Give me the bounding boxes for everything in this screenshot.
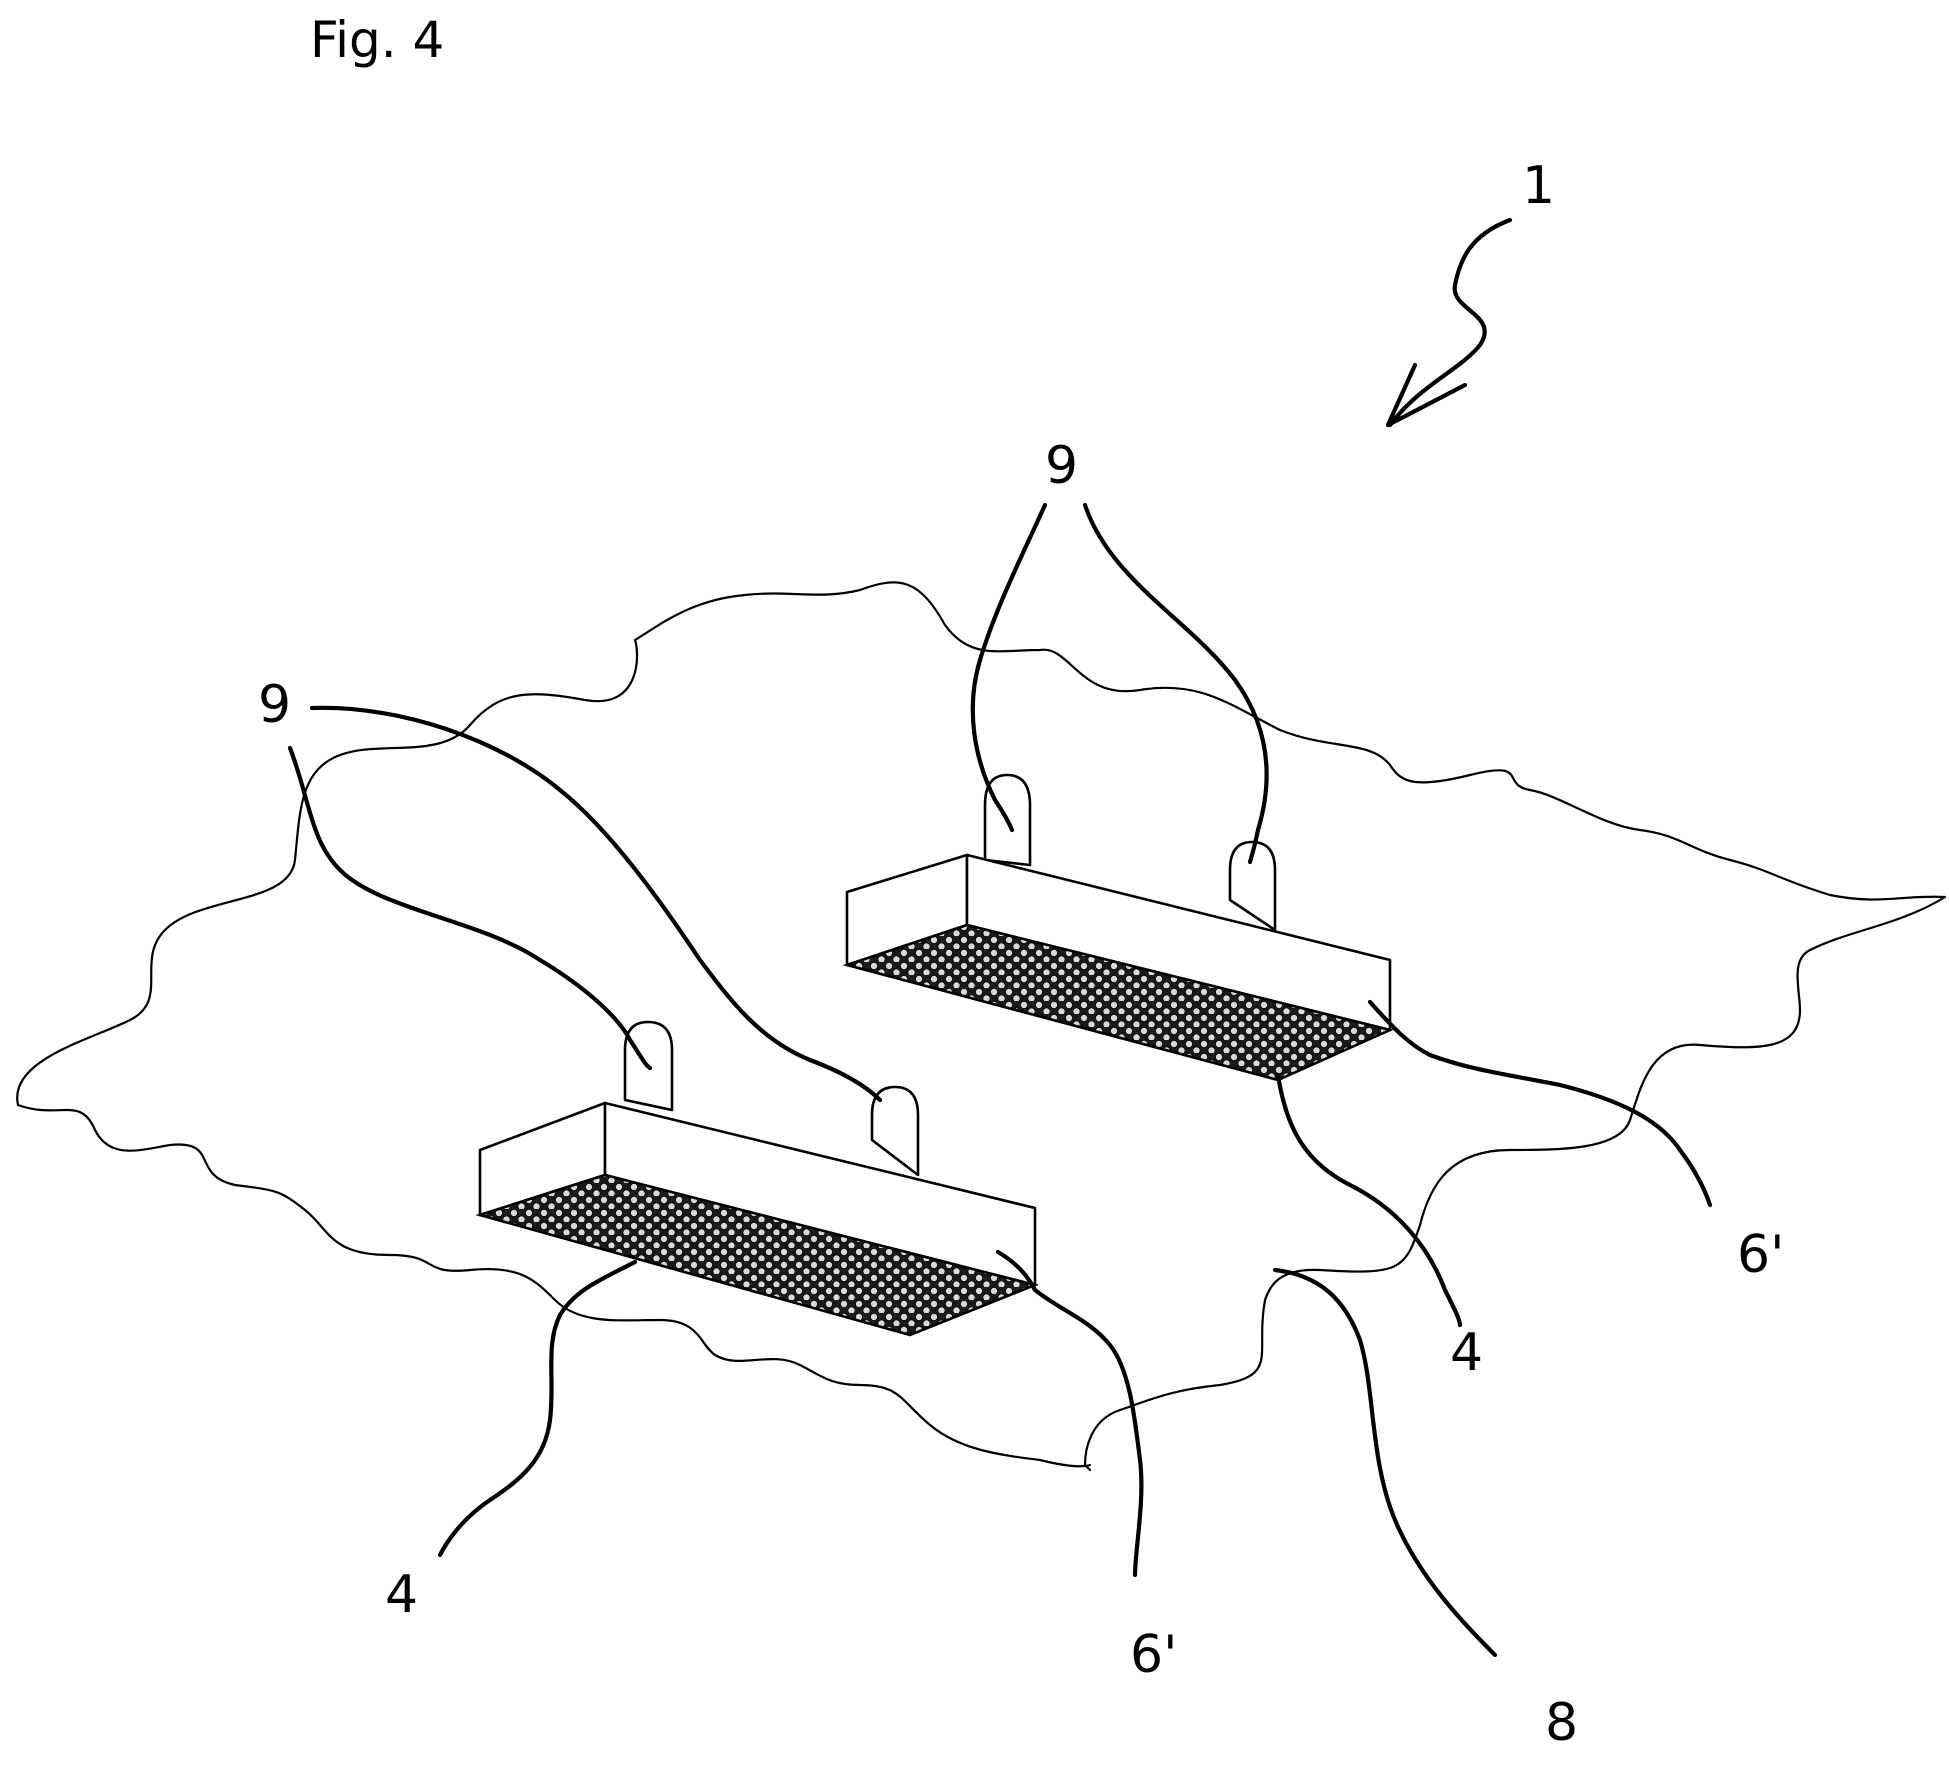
label-device: 1 [1522,156,1555,216]
figure-title: Fig. 4 [310,11,444,69]
leader-upper-4 [1278,1075,1460,1325]
label-pin-lower: 9 [258,675,291,735]
label-plate-upper: 4 [1450,1323,1483,1383]
lower-unit [480,1022,1035,1335]
surface-outline [17,582,1945,1470]
leader-lower-6prime [998,1252,1141,1575]
leader-lower-9-left [290,748,650,1068]
label-surface: 8 [1545,1693,1578,1753]
label-pin-upper: 9 [1045,436,1078,496]
leader-upper-9-right [1085,505,1267,862]
label-edge-lower: 6' [1130,1625,1177,1685]
leader-upper-6prime [1370,1002,1710,1205]
upper-unit [847,775,1390,1080]
leader-lower-4 [440,1262,635,1555]
label-plate-lower: 4 [385,1565,418,1625]
label-edge-upper: 6' [1737,1225,1784,1285]
